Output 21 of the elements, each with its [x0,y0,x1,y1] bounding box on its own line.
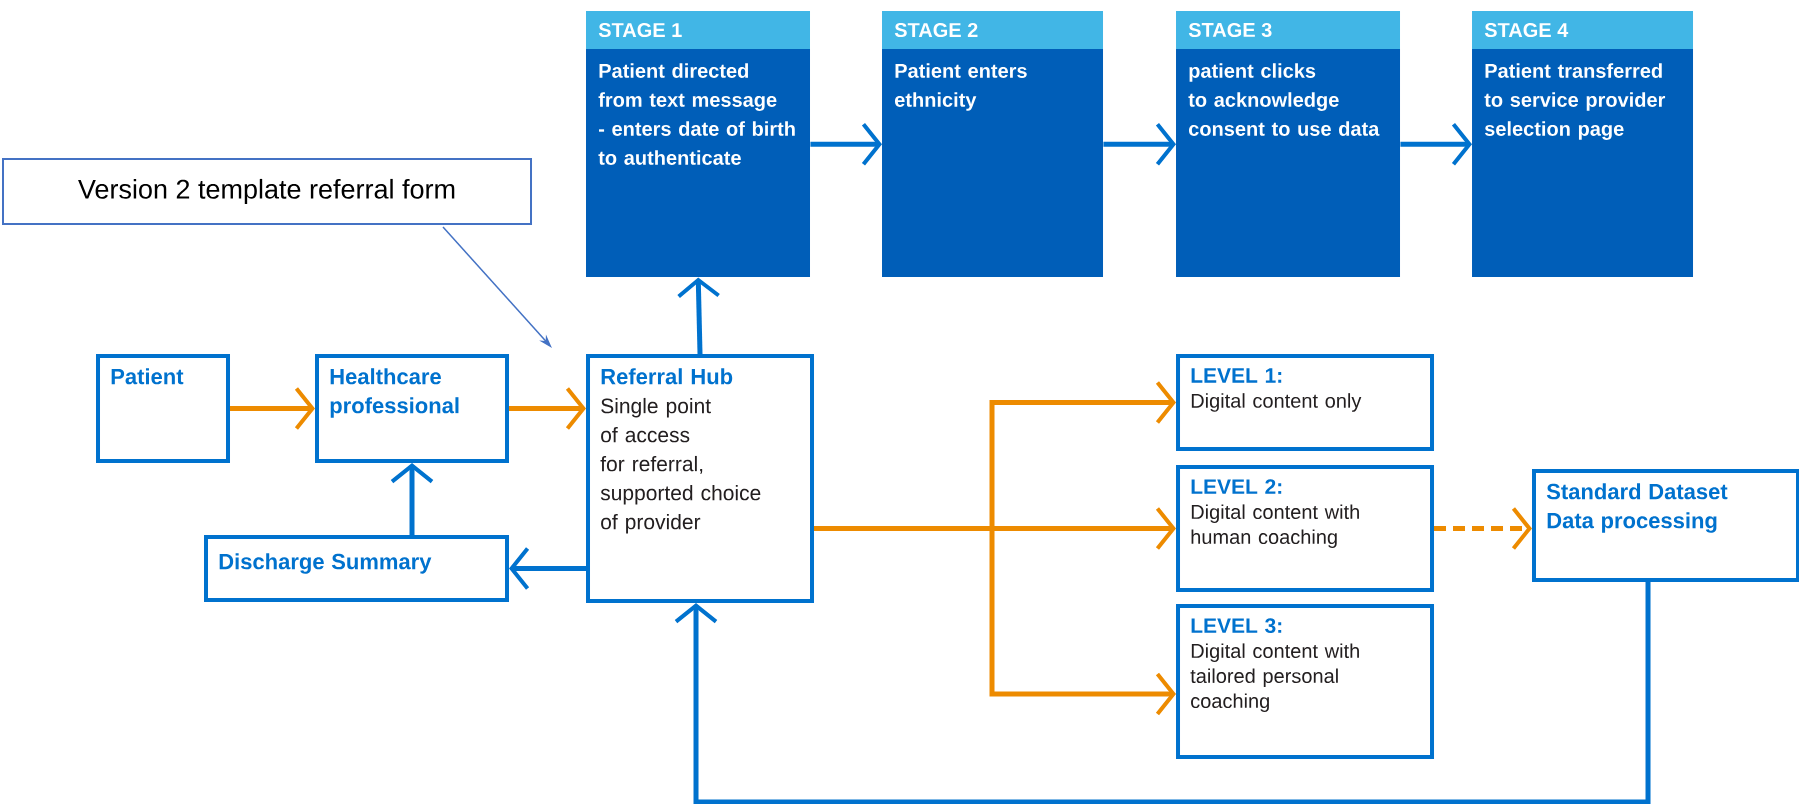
node-label: STAGE 2 [894,22,978,38]
stage-box: STAGE 2 Patient enters ethnicity [882,11,1103,277]
process-box: LEVEL 1: Digital content only [1176,354,1434,451]
arrow [814,526,1176,716]
arrow [230,387,315,430]
process-box: LEVEL 2: Digital content with human coaching [1176,465,1434,592]
process-box: Discharge Summary [204,535,509,602]
node-label: STAGE 1 [598,22,682,38]
process-box: Healthcare professional [315,354,509,463]
stage-box: STAGE 1 Patient directed from text message - enters date of birth to authenticate [586,11,810,277]
stage-box: STAGE 3 patient clicks to acknowledge consent to use data [1176,11,1400,277]
process-box: Referral Hub Single point of access for referral, supported choice of provider [586,354,814,603]
stage-box: STAGE 4 Patient transferred to service provider selection page [1472,11,1693,277]
node-label: STAGE 4 [1484,22,1569,38]
process-box: LEVEL 3: Digital content with tailored personal coaching [1176,604,1434,759]
callout-box: Version 2 template referral form [2,158,532,225]
node-label: STAGE 3 [1188,22,1272,38]
process-box: Standard Dataset Data processing [1532,469,1799,582]
arrow [674,582,1651,804]
process-box: Patient [96,354,230,463]
arrow [1434,507,1533,550]
